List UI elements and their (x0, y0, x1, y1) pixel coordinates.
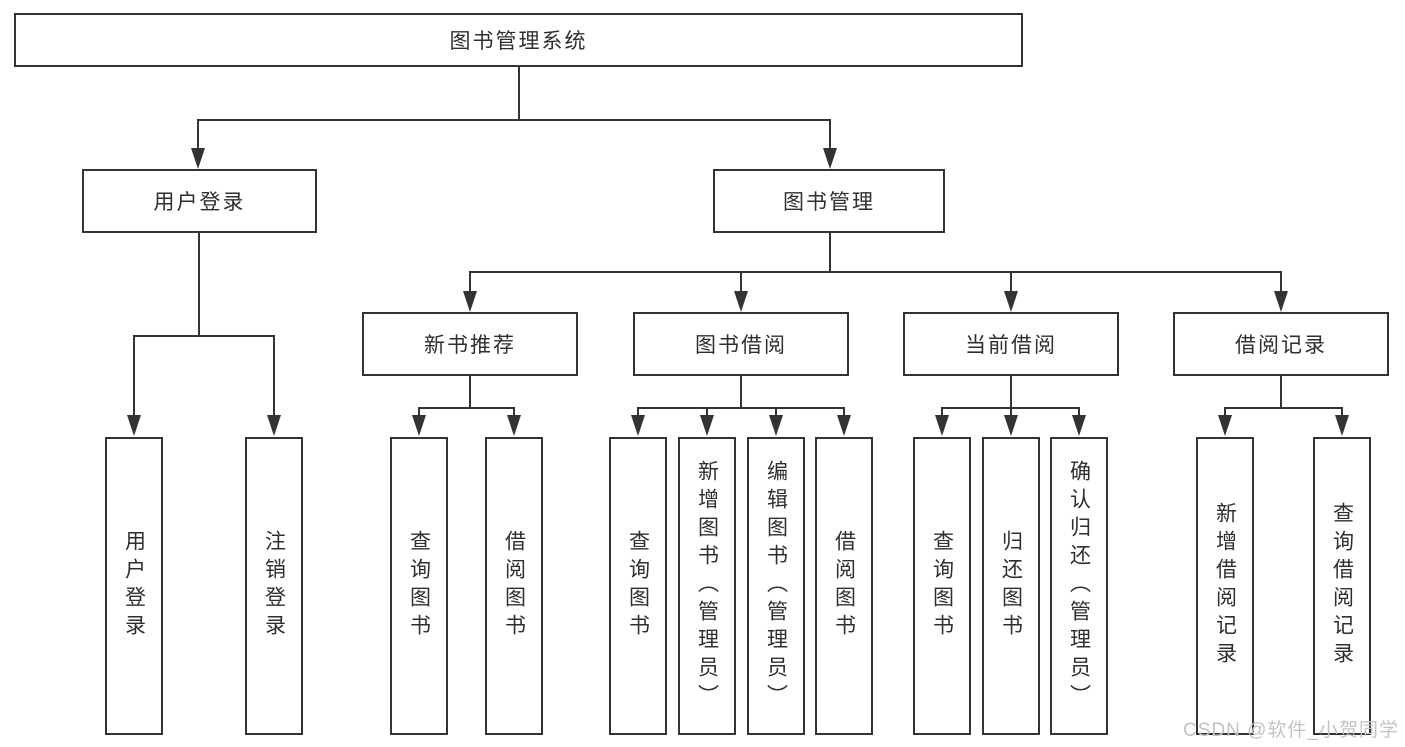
node-leaf-query-book-2-label: 查询图书 (626, 530, 650, 642)
node-leaf-query-record-label: 查询借阅记录 (1330, 502, 1354, 670)
node-book-borrow-label: 图书借阅 (695, 334, 787, 357)
node-leaf-add-book: 新增图书（管理员） (678, 437, 736, 735)
node-leaf-edit-book-label: 编辑图书（管理员） (764, 460, 788, 712)
node-leaf-add-book-label: 新增图书（管理员） (695, 460, 719, 712)
connector-root-stem (518, 67, 520, 120)
node-borrow-record-label: 借阅记录 (1235, 334, 1327, 357)
node-leaf-query-book-1-label: 查询图书 (407, 530, 431, 642)
connector-book-mgmt-branch (469, 271, 1282, 273)
node-leaf-edit-book: 编辑图书（管理员） (747, 437, 805, 735)
node-root: 图书管理系统 (14, 13, 1023, 67)
node-leaf-query-book-3-label: 查询图书 (930, 530, 954, 642)
node-book-mgmt: 图书管理 (713, 169, 945, 233)
node-leaf-query-record: 查询借阅记录 (1313, 437, 1371, 735)
node-leaf-return-book: 归还图书 (982, 437, 1040, 735)
node-leaf-return-book-label: 归还图书 (999, 530, 1023, 642)
node-leaf-borrow-book-1-label: 借阅图书 (502, 530, 526, 642)
node-leaf-user-login: 用户登录 (105, 437, 163, 735)
arrow-to-leaf-return-book (1004, 408, 1018, 436)
node-leaf-query-book-1: 查询图书 (390, 437, 448, 735)
node-current-borrow: 当前借阅 (903, 312, 1119, 376)
node-current-borrow-label: 当前借阅 (965, 334, 1057, 357)
arrow-to-book-borrow (734, 272, 748, 312)
arrow-to-borrow-record (1274, 272, 1288, 312)
arrow-to-leaf-user-login (127, 336, 141, 436)
node-leaf-borrow-book-2-label: 借阅图书 (832, 530, 856, 642)
connector-borrow-record-branch (1224, 407, 1343, 409)
node-leaf-confirm-return: 确认归还（管理员） (1050, 437, 1108, 735)
node-user-login-label: 用户登录 (153, 191, 246, 214)
arrow-to-new-book-rec (463, 272, 477, 312)
node-root-label: 图书管理系统 (449, 30, 588, 53)
node-book-mgmt-label: 图书管理 (783, 191, 875, 214)
node-leaf-logout: 注销登录 (245, 437, 303, 735)
arrow-to-leaf-borrow-book-2 (837, 408, 851, 436)
node-new-book-rec: 新书推荐 (362, 312, 578, 376)
node-borrow-record: 借阅记录 (1173, 312, 1389, 376)
arrow-to-book-mgmt (823, 120, 837, 169)
arrow-to-leaf-confirm-return (1072, 408, 1086, 436)
arrow-to-leaf-add-record (1218, 408, 1232, 436)
connector-new-book-rec-stem (469, 376, 471, 408)
connector-user-login-stem (198, 233, 200, 336)
arrow-to-leaf-query-record (1335, 408, 1349, 436)
connector-new-book-rec-branch (418, 407, 515, 409)
node-leaf-borrow-book-1: 借阅图书 (485, 437, 543, 735)
node-leaf-confirm-return-label: 确认归还（管理员） (1067, 460, 1091, 712)
node-leaf-logout-label: 注销登录 (262, 530, 286, 642)
connector-book-mgmt-stem (829, 233, 831, 272)
node-leaf-borrow-book-2: 借阅图书 (815, 437, 873, 735)
connector-book-borrow-stem (740, 376, 742, 408)
node-new-book-rec-label: 新书推荐 (424, 334, 516, 357)
arrow-to-leaf-query-book-2 (631, 408, 645, 436)
node-leaf-query-book-2: 查询图书 (609, 437, 667, 735)
watermark: CSDN @软件_小贺同学 (1183, 720, 1399, 741)
connector-user-login-branch (133, 335, 275, 337)
arrow-to-leaf-query-book-3 (935, 408, 949, 436)
node-leaf-add-record-label: 新增借阅记录 (1213, 502, 1237, 670)
connector-book-borrow-branch (637, 407, 845, 409)
node-user-login: 用户登录 (82, 169, 317, 233)
node-leaf-add-record: 新增借阅记录 (1196, 437, 1254, 735)
arrow-to-leaf-add-book (700, 408, 714, 436)
arrow-to-user-login (191, 120, 205, 169)
arrow-to-leaf-query-book-1 (412, 408, 426, 436)
arrow-to-leaf-logout (267, 336, 281, 436)
arrow-to-leaf-borrow-book-1 (507, 408, 521, 436)
connector-root-branch (197, 119, 831, 121)
arrow-to-leaf-edit-book (769, 408, 783, 436)
node-leaf-user-login-label: 用户登录 (122, 530, 146, 642)
node-book-borrow: 图书借阅 (633, 312, 849, 376)
connector-current-borrow-stem (1010, 376, 1012, 408)
connector-borrow-record-stem (1280, 376, 1282, 408)
node-leaf-query-book-3: 查询图书 (913, 437, 971, 735)
arrow-to-current-borrow (1004, 272, 1018, 312)
